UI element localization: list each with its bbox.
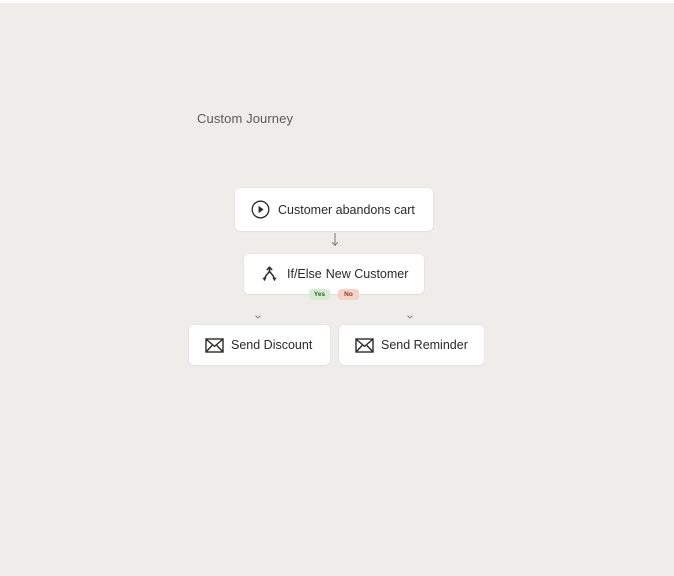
action-node-send-reminder[interactable]: Send Reminder <box>339 325 484 365</box>
trigger-label: Customer abandons cart <box>278 202 415 217</box>
play-circle-icon <box>251 200 270 219</box>
no-branch-badge: No <box>338 289 359 300</box>
condition-node[interactable]: If/Else New Customer <box>244 254 424 294</box>
mail-icon <box>205 337 224 353</box>
condition-type-label: If/Else <box>287 267 322 281</box>
journey-canvas: Custom Journey Customer abandons cart If… <box>0 3 674 576</box>
arrow-down-icon <box>331 233 339 247</box>
trigger-node[interactable]: Customer abandons cart <box>235 188 433 231</box>
action-node-send-discount[interactable]: Send Discount <box>189 325 330 365</box>
page-title: Custom Journey <box>197 111 294 126</box>
action-label: Send Reminder <box>381 338 468 352</box>
condition-label: New Customer <box>325 267 409 281</box>
yes-branch-badge: Yes <box>309 289 330 300</box>
chevron-down-icon <box>255 315 261 319</box>
action-label: Send Discount <box>231 338 313 352</box>
branch-split-icon <box>261 265 278 283</box>
mail-icon <box>355 337 374 353</box>
chevron-down-icon <box>407 315 413 319</box>
